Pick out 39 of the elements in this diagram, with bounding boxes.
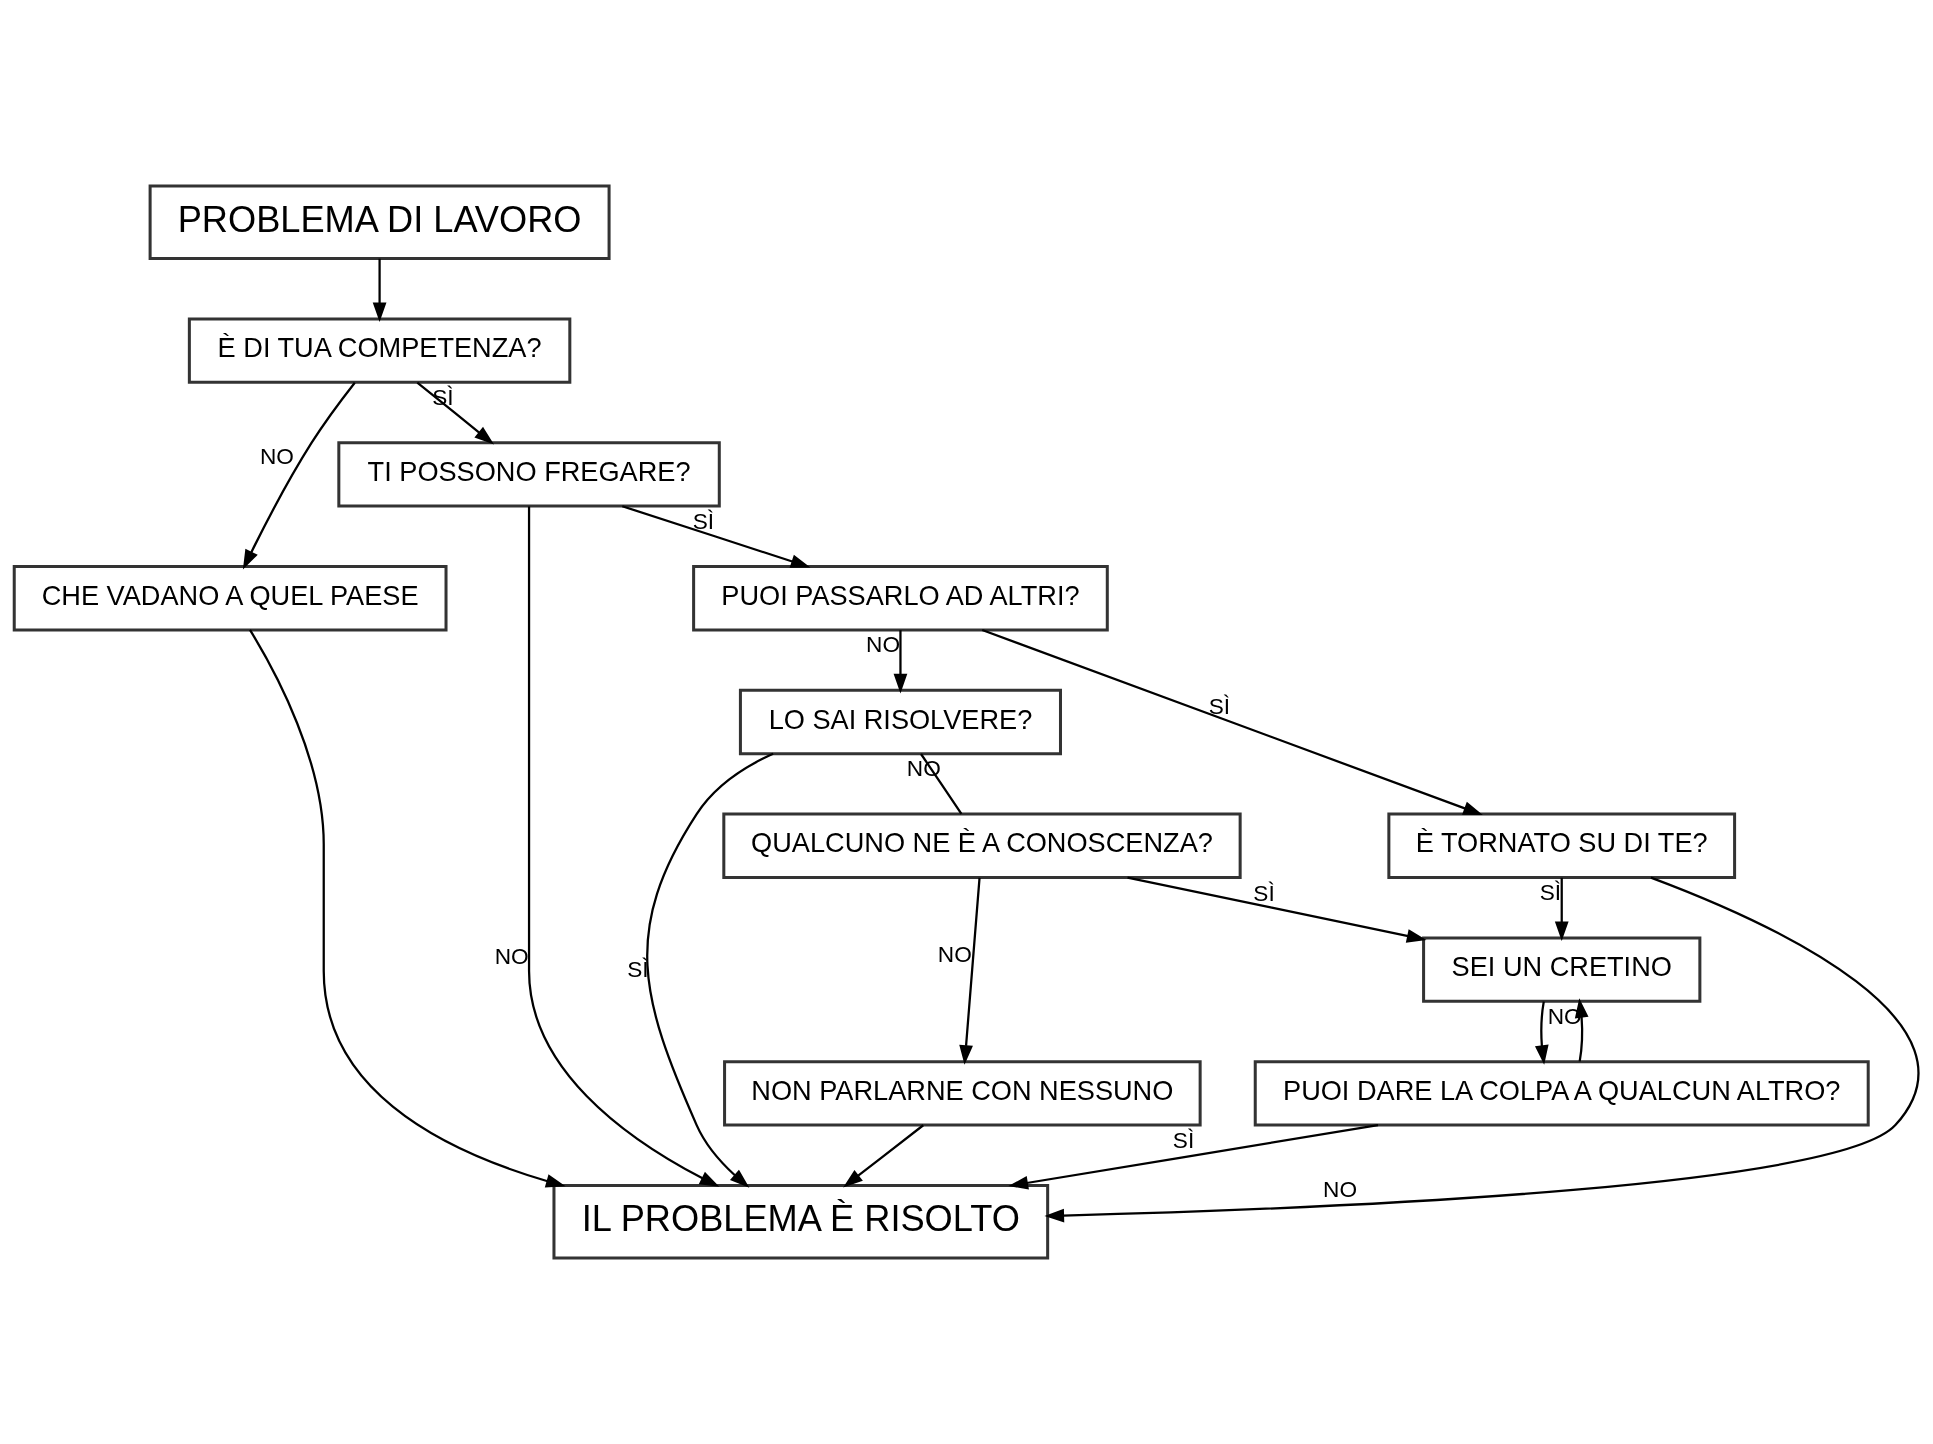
edge-label: SÌ	[1253, 880, 1275, 906]
arrow	[1044, 876, 1919, 1223]
edge-label: SÌ	[1208, 694, 1231, 720]
arrow	[621, 505, 811, 568]
edge-label: SÌ	[692, 508, 715, 534]
node-box: PUOI DARE LA COLPA A QUALCUN ALTRO?	[1253, 1060, 1870, 1127]
node-box: È DI TUA COMPETENZA?	[187, 317, 572, 384]
arrow	[527, 506, 720, 1187]
arrow	[416, 381, 495, 445]
edge-label: NO	[494, 943, 529, 969]
arrow	[1127, 876, 1427, 943]
node-box: PUOI PASSARLO AD ALTRI?	[692, 565, 1109, 632]
arrow	[372, 258, 387, 323]
arrow	[981, 628, 1483, 816]
arrow	[242, 382, 356, 570]
edge-label: SÌ	[1539, 879, 1562, 905]
node-box: CHE VADANO A QUEL PAESE	[12, 565, 448, 632]
node-box: È TORNATO SU DI TE?	[1387, 812, 1737, 879]
edge-label: NO	[1323, 1176, 1358, 1202]
node-box: TI POSSONO FREGARE?	[337, 441, 721, 508]
arrow	[249, 629, 566, 1188]
arrow	[843, 1124, 924, 1188]
arrow	[646, 752, 774, 1188]
arrow	[893, 630, 908, 694]
arrow	[1554, 877, 1569, 942]
edge-label: SÌ	[627, 957, 649, 983]
node-box: NON PARLARNE CON NESSUNO	[723, 1060, 1202, 1127]
edge-label: SÌ	[1172, 1127, 1195, 1153]
arrow	[959, 877, 981, 1065]
edge-label: NO	[259, 443, 294, 469]
edge-label: NO	[866, 632, 901, 658]
node-box: LO SAI RISOLVERE?	[738, 688, 1062, 756]
node-box: IL PROBLEMA È RISOLTO	[552, 1184, 1050, 1260]
arrow	[1534, 1001, 1549, 1065]
node-box: SEI UN CRETINO	[1422, 936, 1702, 1003]
arrow	[1008, 1124, 1379, 1190]
node-box: QUALCUNO NE È A CONOSCENZA?	[722, 812, 1242, 879]
node-box: PROBLEMA DI LAVORO	[148, 184, 611, 260]
edge-label: NO	[937, 941, 972, 967]
